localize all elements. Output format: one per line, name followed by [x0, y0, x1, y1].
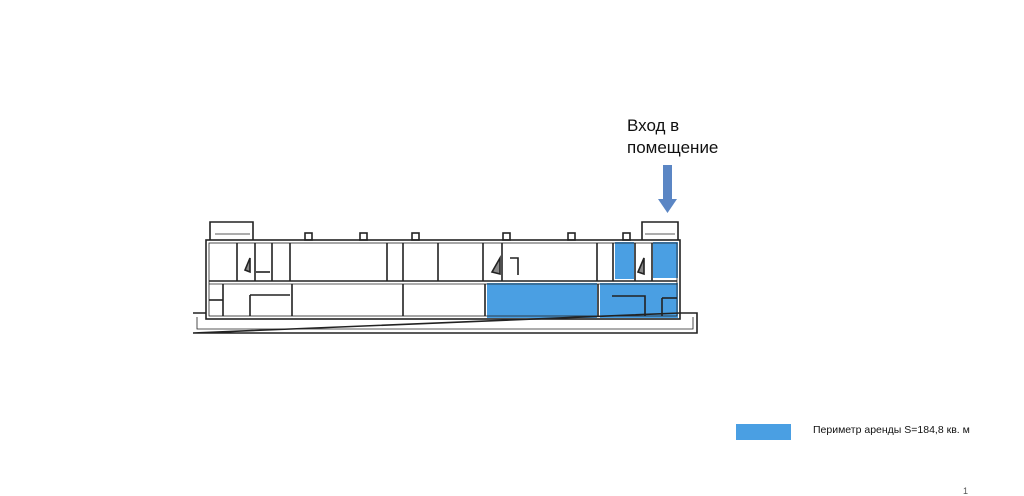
plinth: [192, 312, 698, 334]
rent-room-large: [487, 283, 597, 318]
legend-label: Периметр аренды S=184,8 кв. м: [813, 424, 970, 436]
legend-swatch: [736, 424, 791, 440]
rent-room-top-2: [653, 242, 678, 278]
entrance-label: Вход в помещение: [627, 115, 718, 159]
page-number: 1: [963, 486, 969, 496]
bottom-walls: [209, 257, 677, 316]
entrance-arrow-icon: [658, 165, 677, 213]
walls: [192, 221, 698, 334]
outer-wall: [205, 239, 681, 320]
entrance-label-line2: помещение: [627, 138, 719, 157]
entrance-label-line1: Вход в: [627, 116, 680, 135]
roof-bumps: [304, 232, 631, 241]
rent-area: [487, 242, 678, 318]
rent-room-right-lower: [600, 283, 678, 318]
rent-room-top-1: [615, 242, 634, 279]
top-walls: [236, 243, 653, 281]
